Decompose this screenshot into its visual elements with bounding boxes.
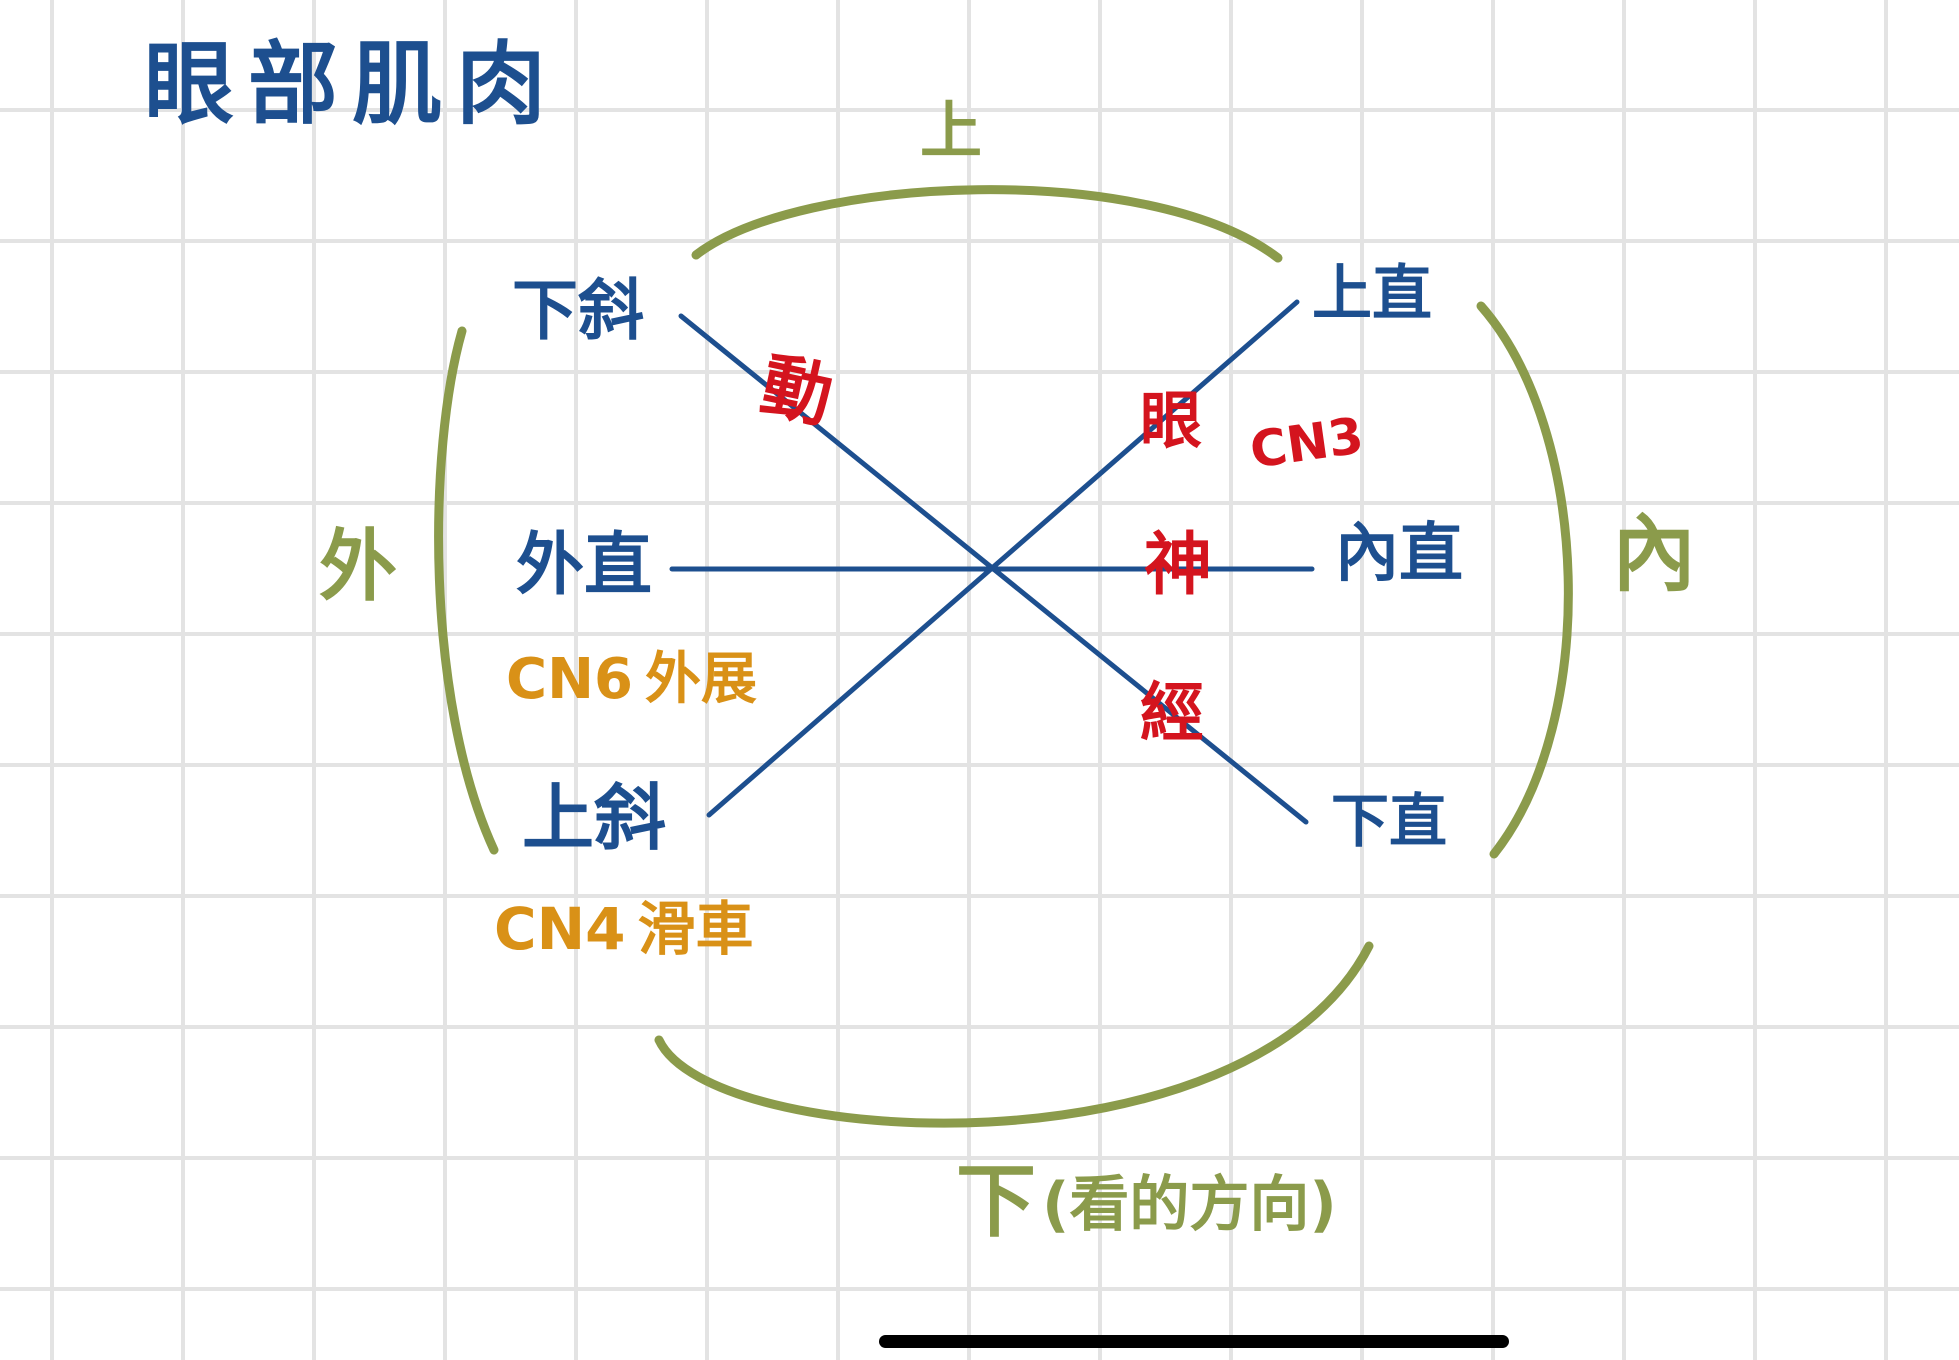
direction-label-right: 內 <box>1612 505 1697 603</box>
oculomotor-nerve-char-4: 經 <box>1140 677 1204 751</box>
direction-label-bottom-note: (看的方向) <box>1042 1170 1337 1240</box>
oculomotor-nerve-char-2: 眼 <box>1140 384 1203 457</box>
direction-label-top: 上 <box>920 94 983 167</box>
muscle-label-inferior-rectus: 下直 <box>1331 787 1448 855</box>
muscle-label-inferior-oblique: 下斜 <box>512 272 644 349</box>
direction-label-bottom: 下 <box>956 1155 1036 1248</box>
direction-label-left: 外 <box>319 522 398 612</box>
oculomotor-nerve-char-1: 動 <box>754 343 840 439</box>
muscle-label-medial-rectus: 內直 <box>1335 517 1463 591</box>
page-title: 眼部肌肉 <box>144 32 560 137</box>
trochlear-nerve-code: CN4 <box>494 895 626 963</box>
oculomotor-nerve-char-3: 神 <box>1144 526 1213 605</box>
line-superior-rectus-to-superior-oblique <box>706 299 1300 818</box>
abducens-nerve-code: CN6 <box>506 647 633 712</box>
arc-left-direction <box>434 326 499 855</box>
oculomotor-nerve-code: CN3 <box>1246 406 1367 480</box>
arc-bottom-direction <box>654 941 1374 1128</box>
arc-top-direction <box>691 185 1283 263</box>
trochlear-nerve-name: 滑車 <box>637 895 754 963</box>
home-indicator-handle[interactable] <box>879 1335 1509 1348</box>
muscle-label-lateral-rectus: 外直 <box>516 526 653 605</box>
abducens-nerve-name: 外展 <box>644 647 757 712</box>
arc-right-direction <box>1476 301 1573 859</box>
muscle-label-superior-oblique: 上斜 <box>522 776 667 860</box>
muscle-label-superior-rectus: 上直 <box>1312 259 1432 329</box>
